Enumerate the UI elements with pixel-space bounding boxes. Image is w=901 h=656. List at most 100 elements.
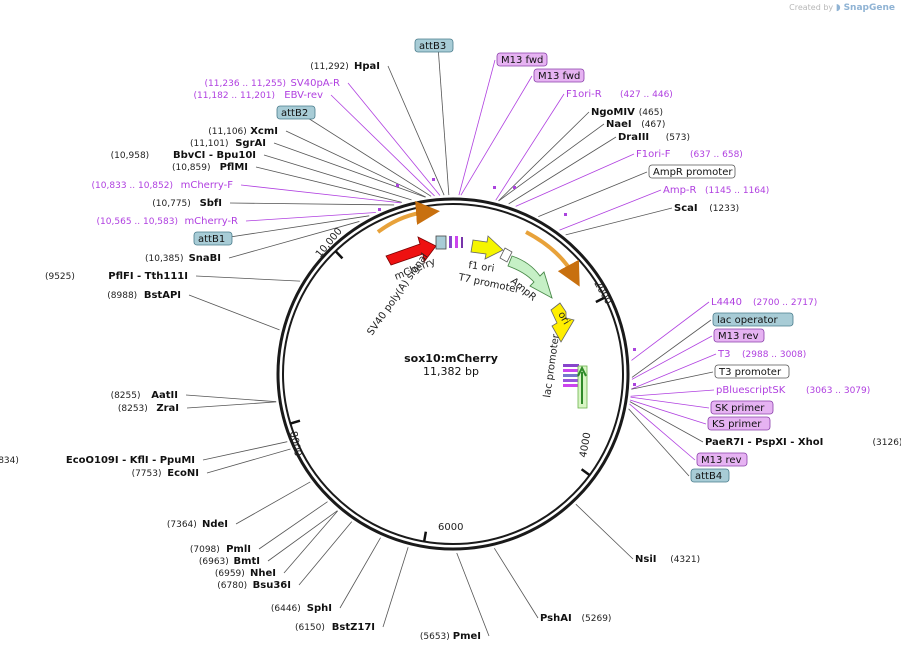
map-label-sgrai[interactable]: SgrAI(11,101) bbox=[190, 138, 266, 149]
site-position: (6780) bbox=[217, 581, 247, 591]
map-label-mcherry-f[interactable]: mCherry-F(10,833 .. 10,852) bbox=[92, 180, 234, 191]
site-mark-6 bbox=[564, 213, 567, 216]
site-position: (11,101) bbox=[190, 139, 229, 149]
map-label-sphi[interactable]: SphI(6446) bbox=[271, 603, 332, 614]
feature-label-sv40: SV40 poly(A) signal bbox=[365, 251, 430, 337]
map-label-bstz17i[interactable]: BstZ17I(6150) bbox=[295, 622, 375, 633]
label-box bbox=[533, 68, 585, 83]
label-box bbox=[648, 164, 736, 179]
map-label-ngomiv[interactable]: NgoMIV(465) bbox=[591, 107, 663, 118]
map-label-t3[interactable]: T3(2988 .. 3008) bbox=[717, 349, 806, 360]
map-label-bsu36i[interactable]: Bsu36I(6780) bbox=[217, 580, 291, 591]
map-label-sv40pa-r[interactable]: SV40pA-R(11,236 .. 11,255) bbox=[205, 78, 340, 89]
site-position: (1233) bbox=[709, 204, 739, 214]
site-name: PmeI bbox=[453, 631, 481, 642]
tick-mark bbox=[334, 250, 344, 260]
map-label-ampr-promoter[interactable]: AmpR promoter bbox=[648, 164, 736, 179]
map-label-f1ori-f[interactable]: F1ori-F(637 .. 658) bbox=[636, 149, 743, 160]
map-label-pbluescriptsk[interactable]: pBluescriptSK(3063 .. 3079) bbox=[716, 385, 870, 396]
map-label-zrai[interactable]: ZraI(8253) bbox=[118, 403, 179, 414]
map-label-pmei[interactable]: PmeI(5653) bbox=[420, 631, 481, 642]
features bbox=[376, 178, 636, 409]
map-label-nhei[interactable]: NheI(6959) bbox=[215, 568, 276, 579]
callout-line bbox=[575, 503, 634, 560]
map-label-draiii[interactable]: DraIII(573) bbox=[618, 132, 690, 143]
map-label-attb3[interactable]: attB3 bbox=[414, 38, 454, 53]
map-label-attb2[interactable]: attB2 bbox=[276, 105, 316, 120]
map-label-attb4[interactable]: attB4 bbox=[690, 468, 730, 483]
label-text: M13 fwd bbox=[501, 55, 543, 66]
callout-line bbox=[631, 353, 717, 390]
map-label-econi[interactable]: EcoNI(7753) bbox=[132, 468, 199, 479]
map-label-nsii[interactable]: NsiI(4321) bbox=[635, 554, 700, 565]
label-text: M13 rev bbox=[718, 331, 759, 342]
map-label-xcmi[interactable]: XcmI(11,106) bbox=[208, 126, 278, 137]
site-name: ScaI bbox=[674, 203, 698, 214]
map-label-ebv-rev[interactable]: EBV-rev(11,182 .. 11,201) bbox=[194, 90, 324, 101]
site-position: (10,775) bbox=[152, 199, 191, 209]
attb1-feature-box bbox=[435, 235, 447, 250]
map-label-ks-primer[interactable]: KS primer bbox=[707, 416, 771, 431]
map-label-sbfi[interactable]: SbfI(10,775) bbox=[152, 198, 222, 209]
map-label-m13-fwd[interactable]: M13 fwd bbox=[496, 52, 548, 67]
map-label-pshai[interactable]: PshAI(5269) bbox=[540, 613, 611, 624]
map-label-naei[interactable]: NaeI(467) bbox=[606, 119, 665, 130]
site-name: HpaI bbox=[354, 61, 380, 72]
callout-line bbox=[629, 399, 707, 425]
map-label-hpai[interactable]: HpaI (11,292) bbox=[310, 61, 380, 72]
map-label-ndei[interactable]: NdeI(7364) bbox=[167, 519, 228, 530]
map-label-pflmi[interactable]: PflMI(10,859) bbox=[172, 162, 248, 173]
map-label-bbvci[interactable]: BbvCI - Bpu10I(10,958) bbox=[111, 150, 256, 161]
site-mark-7 bbox=[633, 348, 636, 351]
map-label-m13-rev[interactable]: M13 rev bbox=[696, 452, 748, 467]
label-box bbox=[714, 364, 790, 379]
map-label-f1ori-r[interactable]: F1ori-R(427 .. 446) bbox=[566, 89, 673, 100]
site-position: (11,292) bbox=[310, 62, 349, 72]
map-label-l4440[interactable]: L4440(2700 .. 2717) bbox=[711, 297, 817, 308]
map-label-mcherry-r[interactable]: mCherry-R(10,565 .. 10,583) bbox=[97, 216, 239, 227]
callout-line bbox=[565, 207, 673, 236]
map-label-bstapi[interactable]: BstAPI(8988) bbox=[107, 290, 181, 301]
site-name: PaeR7I - PspXI - XhoI bbox=[705, 437, 823, 448]
callout-line bbox=[495, 93, 565, 201]
map-label-scai[interactable]: ScaI (1233) bbox=[674, 203, 739, 214]
sv40-marker-c bbox=[461, 237, 463, 248]
snapgene-watermark: Created by ◗ SnapGene bbox=[789, 3, 895, 13]
label-text: attB4 bbox=[695, 471, 722, 482]
primer-name: SV40pA-R bbox=[291, 78, 340, 89]
map-label-snabi[interactable]: SnaBI(10,385) bbox=[145, 253, 221, 264]
mcherry-arrow bbox=[385, 236, 437, 266]
callout-line bbox=[283, 510, 338, 574]
map-label-ecoo109i[interactable]: EcoO109I - KflI - PpuMI(7834) bbox=[0, 455, 195, 466]
site-position: (6150) bbox=[295, 623, 325, 633]
callout-line bbox=[330, 94, 435, 197]
map-label-pmli[interactable]: PmlI(7098) bbox=[190, 544, 251, 555]
lac-operator-bar bbox=[563, 364, 579, 367]
site-mark-8 bbox=[633, 383, 636, 386]
map-label-lac-operator[interactable]: lac operator bbox=[712, 312, 794, 327]
ampr-promoter-marker bbox=[499, 247, 513, 263]
callout-line bbox=[437, 45, 450, 196]
map-label-aatii[interactable]: AatII(8255) bbox=[111, 390, 178, 401]
tick-label: 2000 bbox=[591, 279, 613, 307]
label-text: T3 promoter bbox=[718, 367, 782, 378]
map-label-amp-r[interactable]: Amp-R(1145 .. 1164) bbox=[663, 185, 769, 196]
ks-primer-bar bbox=[563, 384, 579, 387]
map-label-m13-rev[interactable]: M13 rev bbox=[713, 328, 765, 343]
t3-promoter-bar bbox=[563, 374, 579, 377]
map-label-m13-fwd[interactable]: M13 fwd bbox=[533, 68, 585, 83]
map-label-paer7i[interactable]: PaeR7I - PspXI - XhoI(3126) bbox=[705, 437, 901, 448]
map-label-pflfi[interactable]: PflFI - Tth111I(9525) bbox=[45, 271, 188, 282]
map-label-t3-promoter[interactable]: T3 promoter bbox=[714, 364, 790, 379]
site-name: SnaBI bbox=[189, 253, 221, 264]
map-label-sk-primer[interactable]: SK primer bbox=[710, 400, 774, 415]
label-box bbox=[696, 452, 748, 467]
tick-mark bbox=[580, 468, 591, 477]
site-position: (4321) bbox=[670, 555, 700, 565]
tick-marks bbox=[290, 250, 606, 542]
map-label-attb1[interactable]: attB1 bbox=[193, 231, 233, 246]
primer-name: mCherry-R bbox=[184, 216, 238, 227]
site-name: BbvCI - Bpu10I bbox=[173, 150, 256, 161]
map-label-bmti[interactable]: BmtI(6963) bbox=[199, 556, 260, 567]
